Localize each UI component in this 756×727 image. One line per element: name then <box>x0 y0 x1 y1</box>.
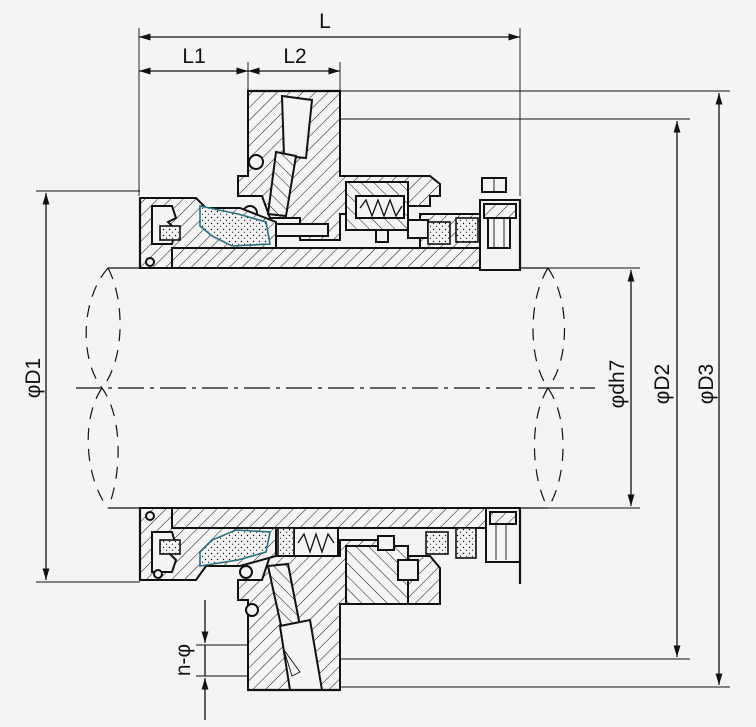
label-D2: φD2 <box>651 364 674 404</box>
upper-seal-section <box>139 90 521 271</box>
label-dh7: φdh7 <box>606 360 629 409</box>
label-L2: L2 <box>283 45 306 68</box>
label-n-phi: n-φ <box>172 644 195 676</box>
lower-seal-section <box>139 507 521 691</box>
label-L: L <box>319 10 331 33</box>
casing-outline <box>138 89 522 692</box>
label-D3: φD3 <box>695 364 718 404</box>
label-L1: L1 <box>182 45 205 68</box>
shaft <box>76 267 595 509</box>
label-D1: φD1 <box>22 358 45 398</box>
dimension-lines <box>36 28 730 720</box>
